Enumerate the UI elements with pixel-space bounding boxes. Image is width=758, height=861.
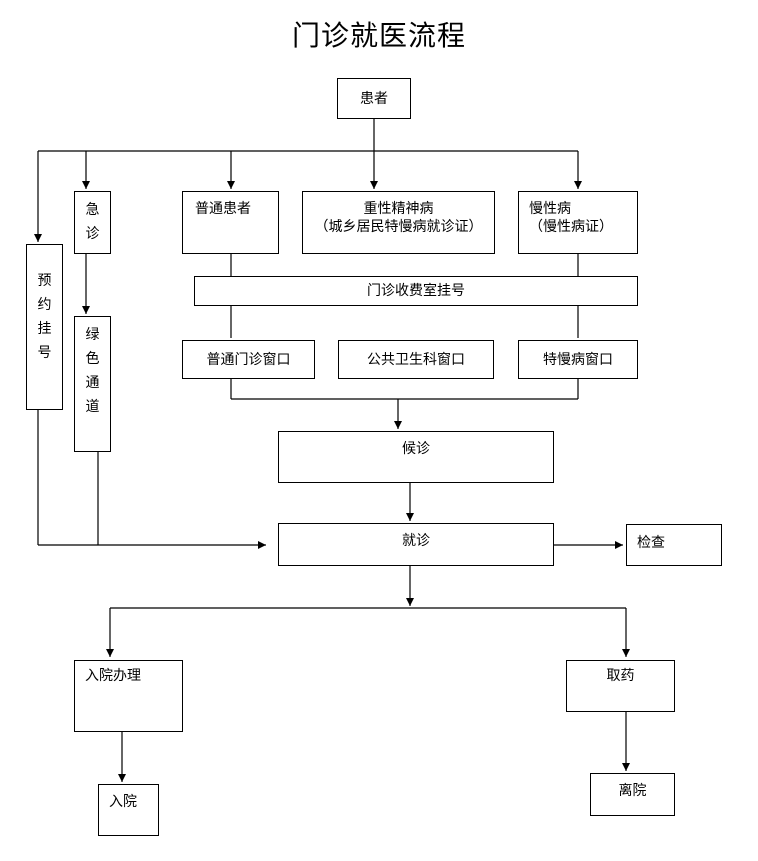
page-title: 门诊就医流程: [291, 19, 466, 52]
node-appointment-char: 预: [37, 273, 52, 289]
node-mental-line1: 重性精神病: [363, 201, 434, 217]
node-mental-illness: 重性精神病 （城乡居民特慢病就诊证）: [302, 191, 495, 254]
node-regular-window: 普通门诊窗口: [182, 340, 315, 379]
node-appointment-char: 挂: [37, 321, 52, 337]
node-green-channel-char: 色: [85, 351, 100, 367]
node-appointment: 预 约 挂 号: [26, 244, 63, 410]
node-discharge: 离院: [590, 773, 675, 816]
node-chronic-disease: 慢性病 （慢性病证）: [518, 191, 638, 254]
node-waiting: 候诊: [278, 431, 554, 483]
node-patient: 患者: [337, 78, 411, 119]
node-consultation: 就诊: [278, 523, 554, 566]
node-emergency-char: 急: [85, 202, 100, 218]
node-green-channel-char: 道: [85, 399, 100, 415]
node-public-health-window: 公共卫生科窗口: [338, 340, 494, 379]
node-admission: 入院: [98, 784, 159, 836]
node-admission-process: 入院办理: [74, 660, 183, 732]
node-chronic-line1: 慢性病: [529, 201, 571, 217]
node-regular-patient: 普通患者: [182, 191, 279, 254]
node-green-channel-char: 通: [85, 375, 100, 391]
node-mental-line2: （城乡居民特慢病就诊证）: [314, 219, 483, 235]
node-registration: 门诊收费室挂号: [194, 276, 638, 306]
node-green-channel-char: 绿: [85, 327, 100, 343]
node-chronic-line2: （慢性病证）: [529, 219, 613, 235]
node-appointment-char: 约: [37, 297, 52, 313]
node-green-channel: 绿 色 通 道: [74, 316, 111, 452]
node-emergency: 急 诊: [74, 191, 111, 254]
node-chronic-window: 特慢病窗口: [518, 340, 638, 379]
node-get-medicine: 取药: [566, 660, 675, 712]
node-emergency-char: 诊: [85, 226, 100, 242]
node-appointment-char: 号: [37, 345, 52, 361]
node-examination: 检查: [626, 524, 722, 566]
